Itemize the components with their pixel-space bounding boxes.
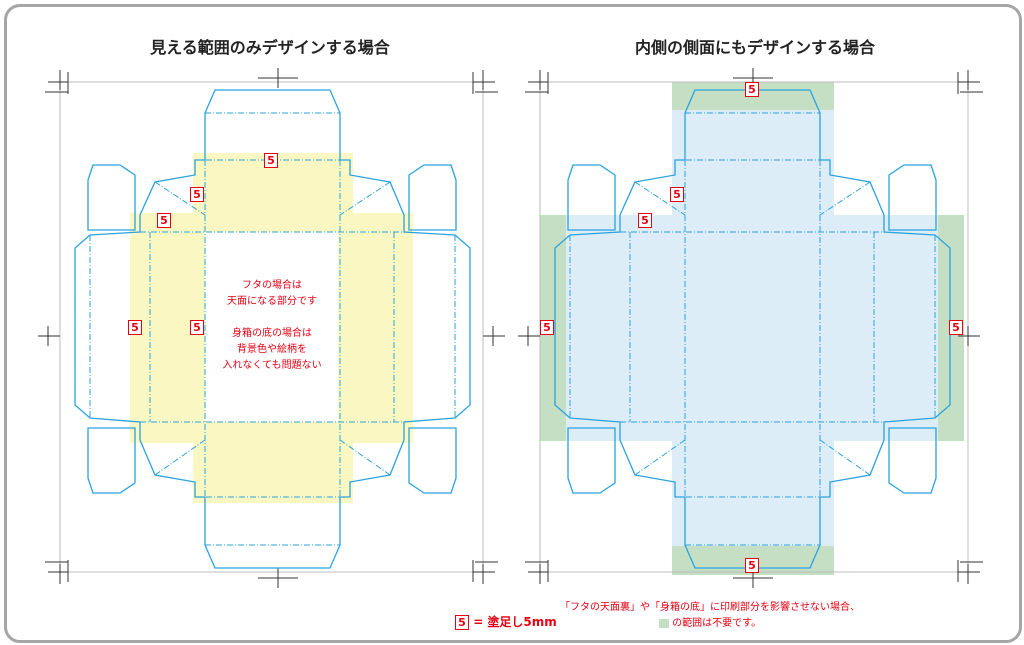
bleed-marker: 5: [745, 82, 759, 97]
bleed-marker: 5: [157, 213, 171, 228]
note-line: フタの場合は: [242, 280, 302, 291]
footnote-line-2: の範囲は不要です。: [560, 616, 860, 632]
bleed-marker: 5: [638, 213, 652, 228]
footnote-line-1: 「フタの天面裏」や「身箱の底」に印刷部分を影響させない場合、: [560, 602, 860, 613]
note-line: 入れなくても問題ない: [222, 360, 322, 371]
bleed-marker: 5: [190, 320, 204, 335]
note-line: 背景色や絵柄を: [237, 344, 307, 355]
footnote-line-2-text: の範囲は不要です。: [672, 618, 762, 629]
legend-bleed-box: 5: [455, 615, 469, 630]
bleed-marker: 5: [264, 153, 278, 168]
left-panel-title: 見える範囲のみデザインする場合: [150, 38, 390, 57]
legend: 5 = 塗足し5mm: [455, 613, 557, 630]
note-line: 身箱の底の場合は: [232, 328, 312, 339]
body-note: 身箱の底の場合は 背景色や絵柄を 入れなくても問題ない: [192, 326, 352, 374]
lid-note: フタの場合は 天面になる部分です: [192, 278, 352, 310]
bleed-marker: 5: [670, 187, 684, 202]
note-line: 天面になる部分です: [227, 296, 317, 307]
footnote: 「フタの天面裏」や「身箱の底」に印刷部分を影響させない場合、 の範囲は不要です。: [560, 600, 860, 632]
bleed-marker: 5: [540, 320, 554, 335]
bleed-marker: 5: [128, 320, 142, 335]
green-swatch: [658, 618, 669, 628]
bleed-marker: 5: [190, 187, 204, 202]
bleed-marker: 5: [745, 558, 759, 573]
bleed-marker: 5: [949, 320, 963, 335]
right-dieline: [518, 68, 983, 588]
left-dieline: [38, 68, 505, 588]
left-top-face: [205, 232, 338, 422]
right-panel-title: 内側の側面にもデザインする場合: [634, 38, 875, 57]
legend-text: = 塗足し5mm: [473, 615, 557, 629]
